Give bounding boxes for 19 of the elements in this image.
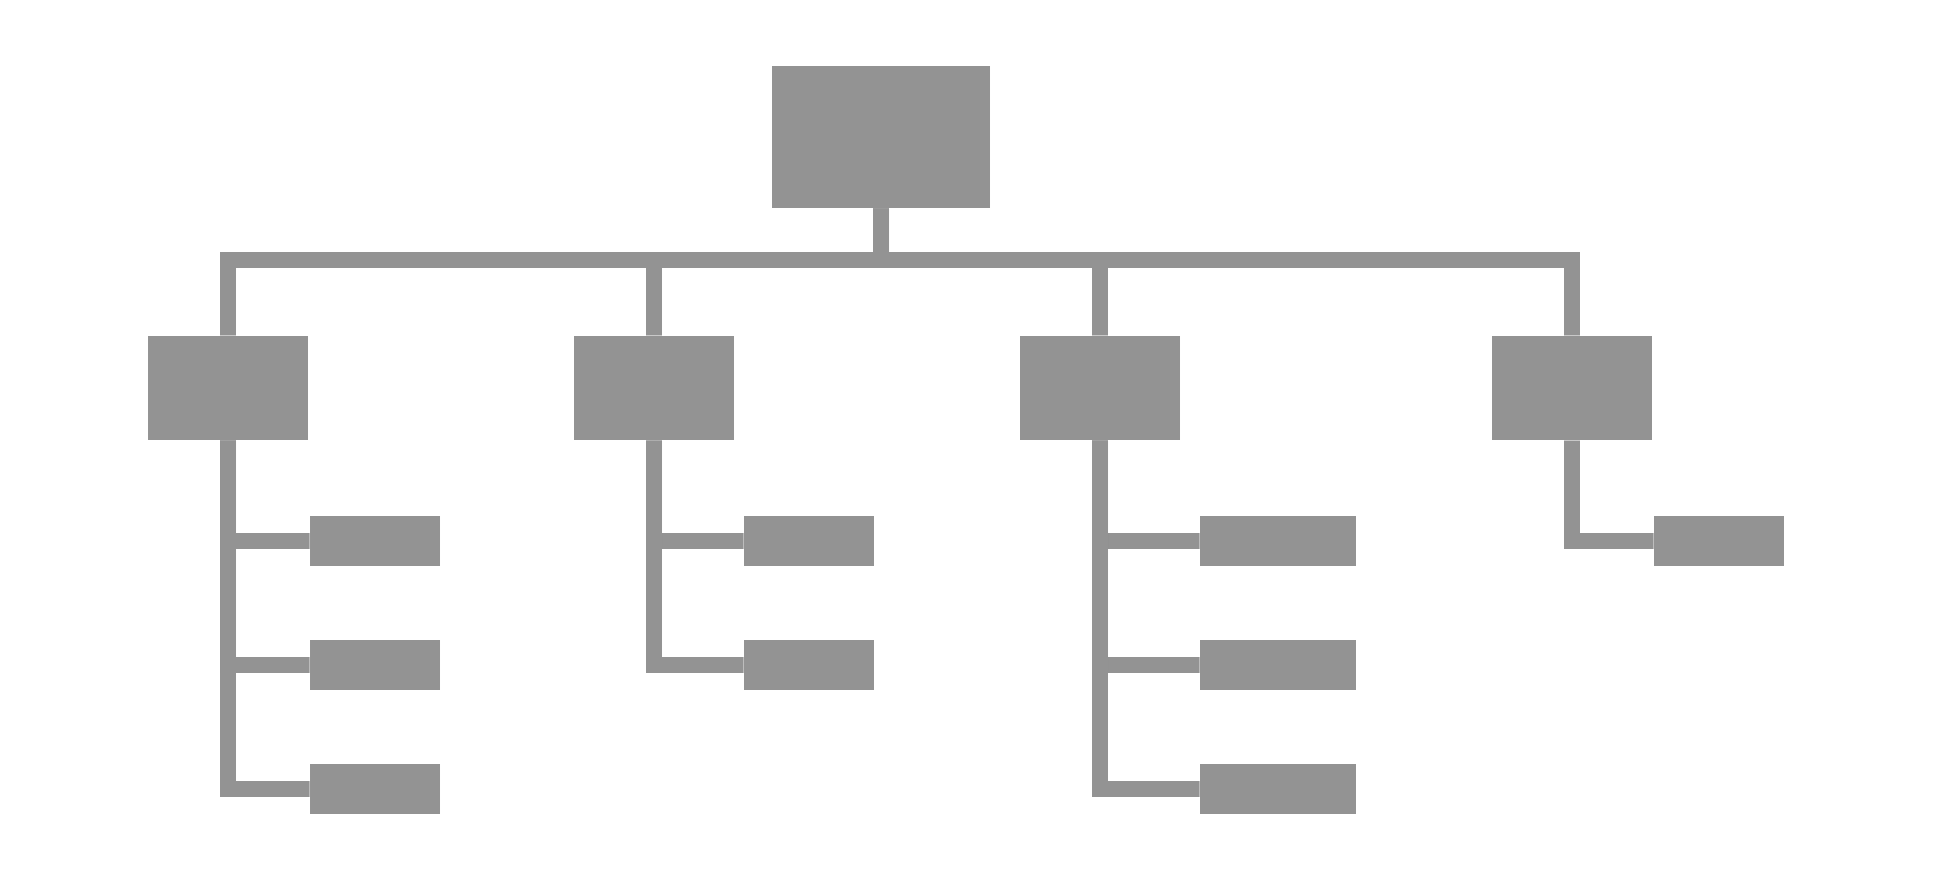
org-box xyxy=(1200,764,1356,814)
org-box xyxy=(1654,516,1784,566)
connector-line xyxy=(873,208,1580,336)
org-box xyxy=(772,66,990,208)
org-box xyxy=(574,336,734,440)
org-box xyxy=(1492,336,1652,440)
org-box xyxy=(310,516,440,566)
org-box xyxy=(310,640,440,690)
connector-line xyxy=(1564,440,1654,549)
connector-line xyxy=(646,440,744,673)
org-box xyxy=(1200,640,1356,690)
org-box xyxy=(1020,336,1180,440)
connector-line xyxy=(220,440,310,797)
org-box xyxy=(310,764,440,814)
org-box xyxy=(744,640,874,690)
connector-line xyxy=(1092,440,1200,797)
org-box xyxy=(148,336,308,440)
org-box xyxy=(744,516,874,566)
org-box xyxy=(1200,516,1356,566)
